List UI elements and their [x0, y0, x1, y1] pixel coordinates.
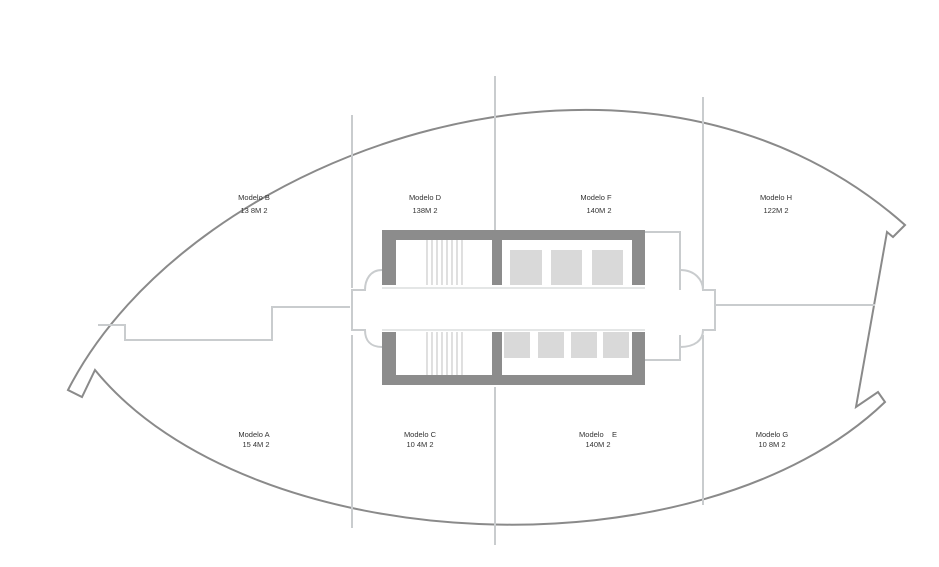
building-core: [382, 230, 645, 385]
unit-area: 140M 2: [585, 440, 611, 449]
unit-name: Modelo D: [408, 193, 442, 202]
unit-label-d: Modelo D 138M 2: [375, 191, 475, 217]
unit-name: Modelo H: [759, 193, 793, 202]
unit-label-b: Modelo B 13 8M 2: [204, 191, 304, 217]
stairs: [426, 240, 463, 375]
unit-area: 10 4M 2: [406, 440, 434, 449]
unit-area: 13 8M 2: [240, 206, 268, 215]
unit-name: Modelo A: [238, 430, 270, 439]
unit-area: 122M 2: [763, 206, 789, 215]
unit-name: Modelo B: [238, 193, 270, 202]
elevators: [504, 250, 629, 358]
unit-label-h: Modelo H 122M 2: [726, 191, 826, 217]
unit-area: 138M 2: [412, 206, 438, 215]
partition-walls: [98, 76, 875, 545]
unit-area: 15 4M 2: [242, 440, 270, 449]
unit-name: Modelo E: [579, 430, 617, 439]
unit-area: 10 8M 2: [758, 440, 786, 449]
unit-name: Modelo F: [580, 193, 612, 202]
exterior-wall: [66, 108, 907, 526]
unit-area: 140M 2: [586, 206, 612, 215]
unit-label-f: Modelo F 140M 2: [546, 191, 646, 217]
unit-name: Modelo C: [403, 430, 437, 439]
unit-name: Modelo G: [755, 430, 789, 439]
